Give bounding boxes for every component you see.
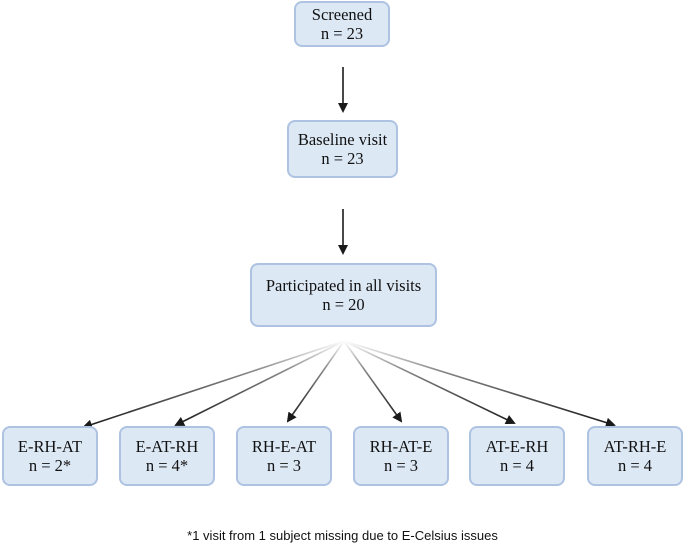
node-group-3: RH-E-AT n = 3: [236, 426, 332, 486]
node-group-2: E-AT-RH n = 4*: [119, 426, 215, 486]
arrow-to-group-5: [343, 340, 516, 425]
node-all-visits: Participated in all visits n = 20: [250, 263, 437, 327]
arrow-to-group-3: [286, 340, 345, 423]
node-group-6-count: n = 4: [617, 456, 653, 475]
arrow-to-group-2: [174, 340, 345, 426]
footnote: *1 visit from 1 subject missing due to E…: [187, 528, 498, 543]
node-baseline: Baseline visit n = 23: [287, 120, 398, 178]
node-group-6-title: AT-RH-E: [603, 437, 667, 456]
node-group-1-title: E-RH-AT: [17, 437, 83, 456]
arrow-to-group-6: [343, 340, 616, 428]
node-group-2-title: E-AT-RH: [135, 437, 199, 456]
node-group-5-count: n = 4: [499, 456, 535, 475]
node-screened-count: n = 23: [320, 24, 364, 43]
node-group-4-title: RH-AT-E: [369, 437, 433, 456]
node-group-5: AT-E-RH n = 4: [469, 426, 565, 486]
node-group-1: E-RH-AT n = 2*: [2, 426, 98, 486]
node-group-4-count: n = 3: [383, 456, 419, 475]
node-group-3-title: RH-E-AT: [251, 437, 317, 456]
node-group-4: RH-AT-E n = 3: [353, 426, 449, 486]
node-screened: Screened n = 23: [294, 1, 390, 47]
node-all-visits-count: n = 20: [322, 295, 365, 314]
node-group-3-count: n = 3: [266, 456, 302, 475]
node-baseline-title: Baseline visit: [297, 130, 388, 149]
node-baseline-count: n = 23: [321, 149, 364, 168]
node-all-visits-title: Participated in all visits: [265, 276, 422, 295]
node-group-2-count: n = 4*: [145, 456, 189, 475]
node-screened-title: Screened: [311, 5, 373, 24]
node-group-5-title: AT-E-RH: [485, 437, 549, 456]
arrow-to-group-4: [343, 340, 403, 423]
arrow-to-group-1: [82, 340, 345, 430]
node-group-6: AT-RH-E n = 4: [587, 426, 683, 486]
node-group-1-count: n = 2*: [28, 456, 72, 475]
